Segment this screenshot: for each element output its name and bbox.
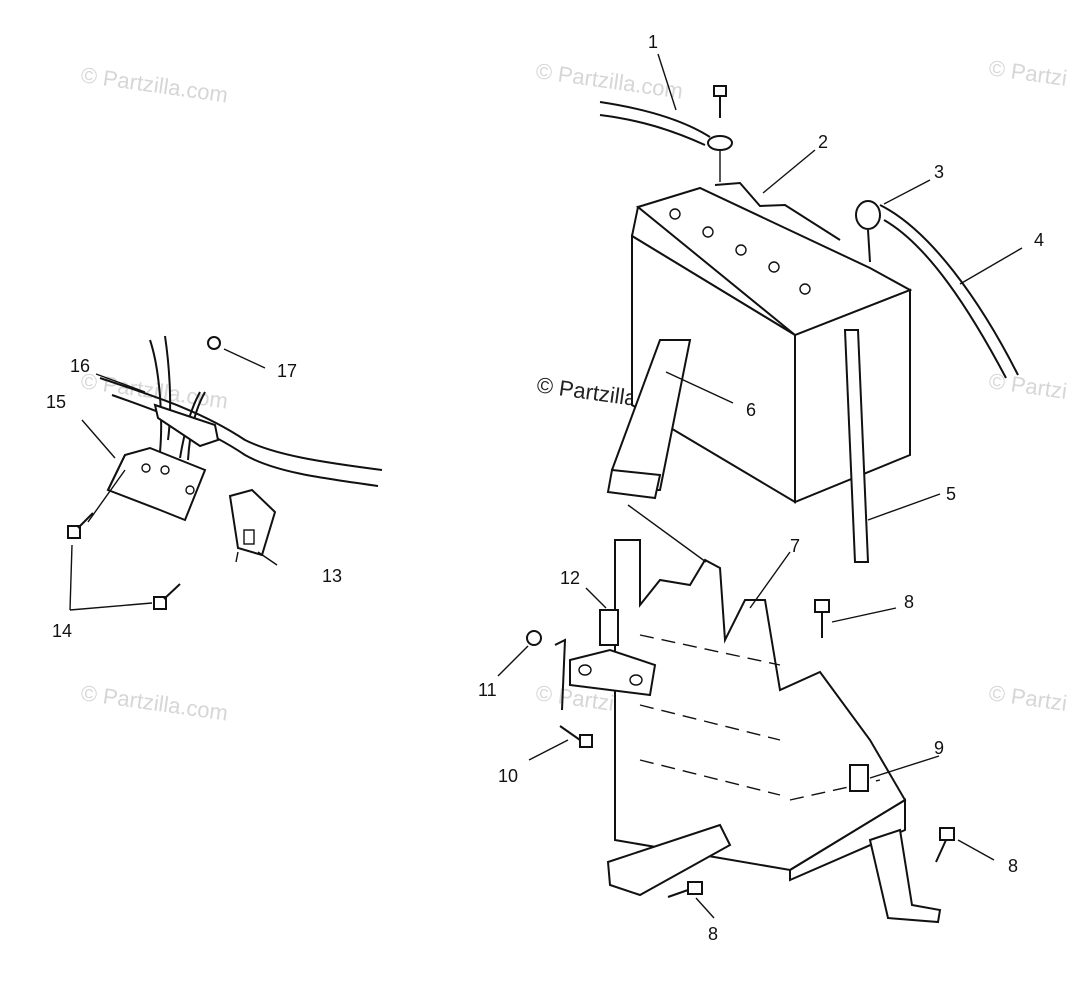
callout-4: 4: [1034, 230, 1044, 250]
relay-assembly: [67, 335, 383, 611]
callout-15: 15: [46, 392, 66, 412]
watermark: © Partzilla.com: [79, 62, 229, 107]
callout-9: 9: [934, 738, 944, 758]
watermark: © Partzi: [987, 55, 1068, 91]
callout-1: 1: [648, 32, 658, 52]
callout-8: 8: [904, 592, 914, 612]
callout-16: 16: [70, 356, 90, 376]
callout-6: 6: [746, 400, 756, 420]
callout-10: 10: [498, 766, 518, 786]
callout-13: 13: [322, 566, 342, 586]
watermarks: © Partzilla.com © Partzilla.com © Partzi…: [79, 55, 1068, 725]
watermark: © Partzi: [987, 368, 1068, 404]
callout-2: 2: [818, 132, 828, 152]
callout-12: 12: [560, 568, 580, 588]
watermark: © Partzi: [987, 680, 1068, 716]
callout-7: 7: [790, 536, 800, 556]
callout-14: 14: [52, 621, 72, 641]
watermark: © Partzilla.com: [79, 680, 229, 725]
callout-5: 5: [946, 484, 956, 504]
callout-labels: 1 2 3 4 5 6 7 8 8 8 9 10 11 12 13 14 15 …: [46, 32, 1044, 944]
callout-3: 3: [934, 162, 944, 182]
callout-8: 8: [708, 924, 718, 944]
callout-17: 17: [277, 361, 297, 381]
battery-assembly: [497, 53, 1023, 924]
callout-8: 8: [1008, 856, 1018, 876]
callout-11: 11: [478, 680, 497, 700]
